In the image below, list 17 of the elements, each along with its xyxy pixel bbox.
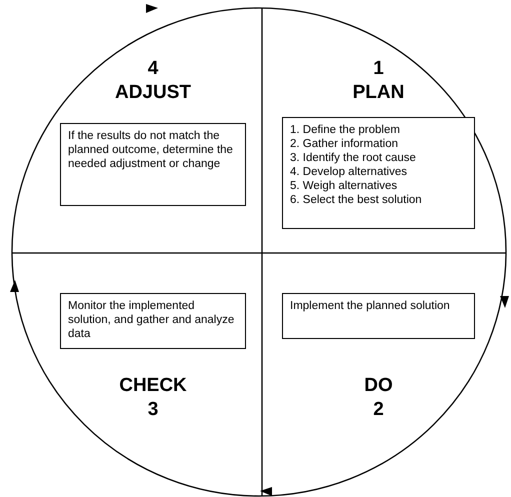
list-item: 4. Develop alternatives (290, 165, 408, 179)
description-text: Monitor the implemented solution, and gather and analyze data (68, 299, 236, 341)
step-number: 1 (372, 58, 385, 80)
list-item: 1. Define the problem (290, 123, 401, 137)
description-text: If the results do not match the planned outcome, determine the needed adjustment or change (68, 129, 234, 171)
step-title: ADJUST (114, 82, 192, 104)
step-number: 3 (146, 399, 160, 421)
description-text: Implement the planned solution (290, 299, 451, 313)
list-item: 6. Select the best solution (290, 193, 423, 207)
list-item: 3. Identify the root cause (290, 151, 417, 165)
step-number: 2 (372, 399, 385, 421)
step-number: 4 (146, 58, 160, 80)
list-item: 2. Gather information (290, 137, 400, 151)
step-title: CHECK (118, 375, 188, 397)
list-item: 5. Weigh alternatives (290, 179, 398, 193)
step-title: DO (363, 375, 394, 397)
step-title: PLAN (352, 82, 406, 104)
